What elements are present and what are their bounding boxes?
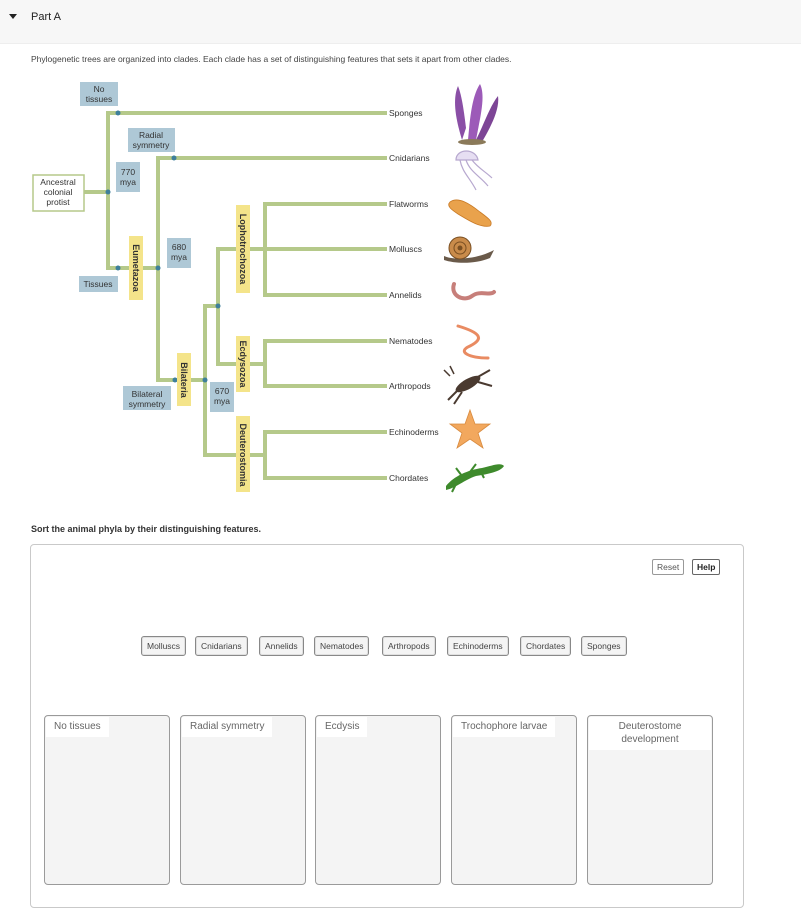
taxon-chordates: Chordates — [389, 473, 428, 483]
label-no-tissues-line2: tissues — [86, 94, 112, 104]
clade-bilateria-label: Bilateria — [179, 362, 189, 399]
node-dot — [202, 377, 208, 383]
clade-deuterostomia — [236, 416, 250, 492]
arthropod-illustration — [443, 365, 493, 405]
clade-lophotrochozoa-label: Lophotrochozoa — [238, 214, 248, 285]
taxon-flatworms: Flatworms — [389, 199, 428, 209]
bin-deuterostome-development[interactable]: Deuterostome development — [587, 715, 713, 885]
label-bilateral-line2: symmetry — [129, 399, 167, 409]
clade-bilateria — [177, 353, 191, 406]
bin-radial-symmetry[interactable]: Radial symmetry — [180, 715, 306, 885]
taxon-nematodes: Nematodes — [389, 336, 432, 346]
taxon-arthropods: Arthropods — [389, 381, 431, 391]
node-dot — [105, 189, 111, 195]
chip-chordates[interactable]: Chordates — [520, 636, 572, 656]
clade-ecdysozoa-label: Ecdysozoa — [238, 340, 248, 388]
label-670-line1: 670 — [215, 386, 229, 396]
nematode-illustration — [456, 324, 490, 360]
bin-label-deuterostome-development: Deuterostome development — [589, 717, 711, 750]
reset-button[interactable]: Reset — [652, 559, 685, 575]
starfish-illustration — [448, 408, 492, 450]
label-radial-line1: Radial — [139, 130, 163, 140]
label-770-line2: mya — [120, 177, 136, 187]
node-dot — [172, 377, 178, 383]
label-tissues — [79, 276, 118, 292]
label-680-line1: 680 — [172, 242, 186, 252]
flatworm-illustration — [448, 199, 492, 227]
intro-text: Phylogenetic trees are organized into cl… — [31, 54, 512, 64]
clade-eumetazoa — [129, 236, 143, 300]
label-770-mya — [116, 162, 140, 192]
sorting-panel: Reset Help Molluscs Cnidarians Annelids … — [30, 544, 744, 908]
label-bilateral-symmetry — [123, 386, 171, 410]
bin-trochophore-larvae[interactable]: Trochophore larvae — [451, 715, 577, 885]
node-dot — [115, 265, 121, 271]
clade-ecdysozoa — [236, 336, 250, 392]
bin-label-radial-symmetry: Radial symmetry — [182, 717, 273, 737]
salamander-illustration — [446, 463, 504, 493]
label-680-mya — [167, 238, 191, 268]
chip-echinoderms[interactable]: Echinoderms — [447, 636, 509, 656]
taxon-molluscs: Molluscs — [389, 244, 422, 254]
node-dot — [171, 155, 177, 161]
sponge-illustration — [455, 84, 499, 145]
clade-eumetazoa-label: Eumetazoa — [131, 244, 141, 293]
annelid-illustration — [451, 282, 496, 301]
taxon-cnidarians: Cnidarians — [389, 153, 430, 163]
clade-lophotrochozoa — [236, 205, 250, 293]
taxon-annelids: Annelids — [389, 290, 422, 300]
phylogenetic-tree: No tissues Radial symmetry 770 mya 680 m… — [32, 82, 504, 493]
label-bilateral-line1: Bilateral — [132, 389, 163, 399]
ancestral-line1: Ancestral — [40, 177, 76, 187]
bin-label-ecdysis: Ecdysis — [317, 717, 368, 737]
snail-illustration — [444, 236, 494, 263]
label-770-line1: 770 — [121, 167, 135, 177]
label-no-tissues — [80, 82, 118, 106]
ancestral-line2: colonial — [44, 187, 73, 197]
sort-instruction: Sort the animal phyla by their distingui… — [31, 524, 262, 534]
bin-label-no-tissues: No tissues — [46, 717, 109, 737]
part-header[interactable]: Part A — [0, 0, 801, 44]
ancestral-protist-box — [32, 174, 85, 212]
chip-cnidarians[interactable]: Cnidarians — [195, 636, 248, 656]
label-670-mya — [210, 382, 234, 412]
label-tissues-text: Tissues — [84, 279, 113, 289]
taxon-echinoderms: Echinoderms — [389, 427, 439, 437]
label-radial-line2: symmetry — [133, 140, 171, 150]
chip-molluscs[interactable]: Molluscs — [141, 636, 187, 656]
collapse-caret-icon[interactable] — [9, 14, 17, 19]
taxon-sponges: Sponges — [389, 108, 423, 118]
node-dot — [155, 265, 161, 271]
ancestral-line3: protist — [46, 197, 70, 207]
bin-ecdysis[interactable]: Ecdysis — [315, 715, 441, 885]
label-no-tissues-line1: No — [94, 84, 105, 94]
label-680-line2: mya — [171, 252, 187, 262]
clade-deuterostomia-label: Deuterostomia — [238, 423, 248, 487]
node-dot — [215, 303, 221, 309]
part-title: Part A — [31, 11, 61, 23]
bin-no-tissues[interactable]: No tissues — [44, 715, 170, 885]
chip-arthropods[interactable]: Arthropods — [382, 636, 436, 656]
node-dot — [115, 110, 121, 116]
chip-nematodes[interactable]: Nematodes — [314, 636, 370, 656]
help-button[interactable]: Help — [692, 559, 721, 575]
chip-annelids[interactable]: Annelids — [259, 636, 304, 656]
label-radial-symmetry — [128, 128, 175, 152]
bin-label-trochophore-larvae: Trochophore larvae — [453, 717, 556, 737]
jellyfish-illustration — [455, 150, 493, 191]
label-670-line2: mya — [214, 396, 230, 406]
chip-sponges[interactable]: Sponges — [581, 636, 627, 656]
